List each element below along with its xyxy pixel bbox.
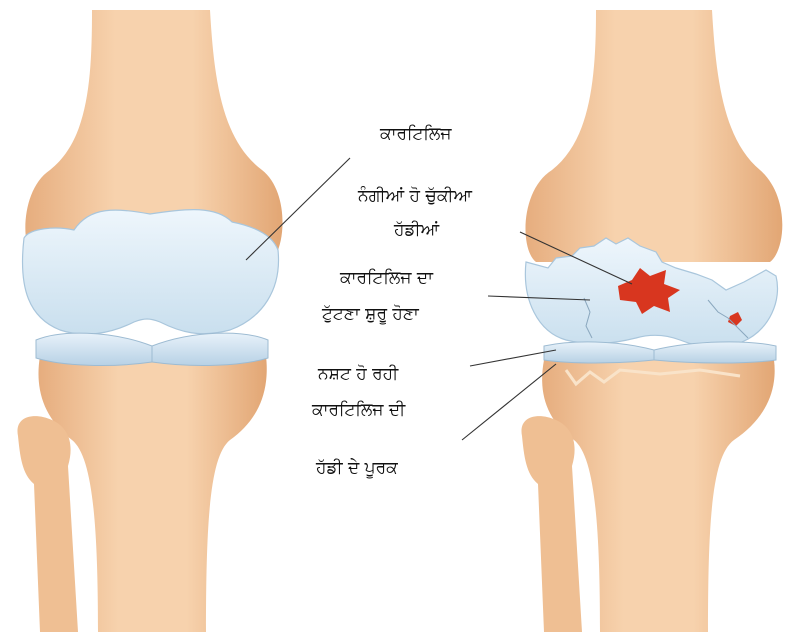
meniscus-right-a: [544, 342, 654, 363]
leader-damaged-cartilage: [470, 350, 556, 366]
label-bone-spurs: ਹੱਡੀ ਦੇ ਪੂਰਕ: [316, 458, 398, 478]
meniscus-right-b: [654, 342, 776, 363]
healthy-knee: [17, 10, 282, 632]
label-damaged-cartilage-line1: ਨਸ਼ਟ ਹੋ ਰਹੀ: [318, 364, 398, 384]
label-exposed-bone-line1: ਨੰਗੀਆਂ ਹੋ ਚੁੱਕੀਆ: [358, 186, 472, 206]
meniscus-left-b: [152, 333, 268, 365]
label-cartilage-breakdown-line1: ਕਾਰਟਿਲਿਜ ਦਾ: [340, 268, 433, 288]
label-exposed-bone-line2: ਹੱਡੀਆਂ: [394, 220, 439, 240]
femur-cartilage-left: [23, 210, 279, 335]
meniscus-left-a: [36, 333, 152, 365]
arthritic-knee: [521, 10, 782, 632]
femur-right: [525, 10, 782, 262]
fibula-right: [521, 416, 582, 632]
label-cartilage: ਕਾਰਟਿਲਿਜ: [380, 124, 451, 144]
fibula-left: [17, 416, 78, 632]
label-damaged-cartilage-line2: ਕਾਰਟਿਲਿਜ ਦੀ: [312, 400, 405, 420]
label-cartilage-breakdown-line2: ਟੁੱਟਣਾ ਸ਼ੁਰੂ ਹੋਣਾ: [322, 304, 419, 324]
